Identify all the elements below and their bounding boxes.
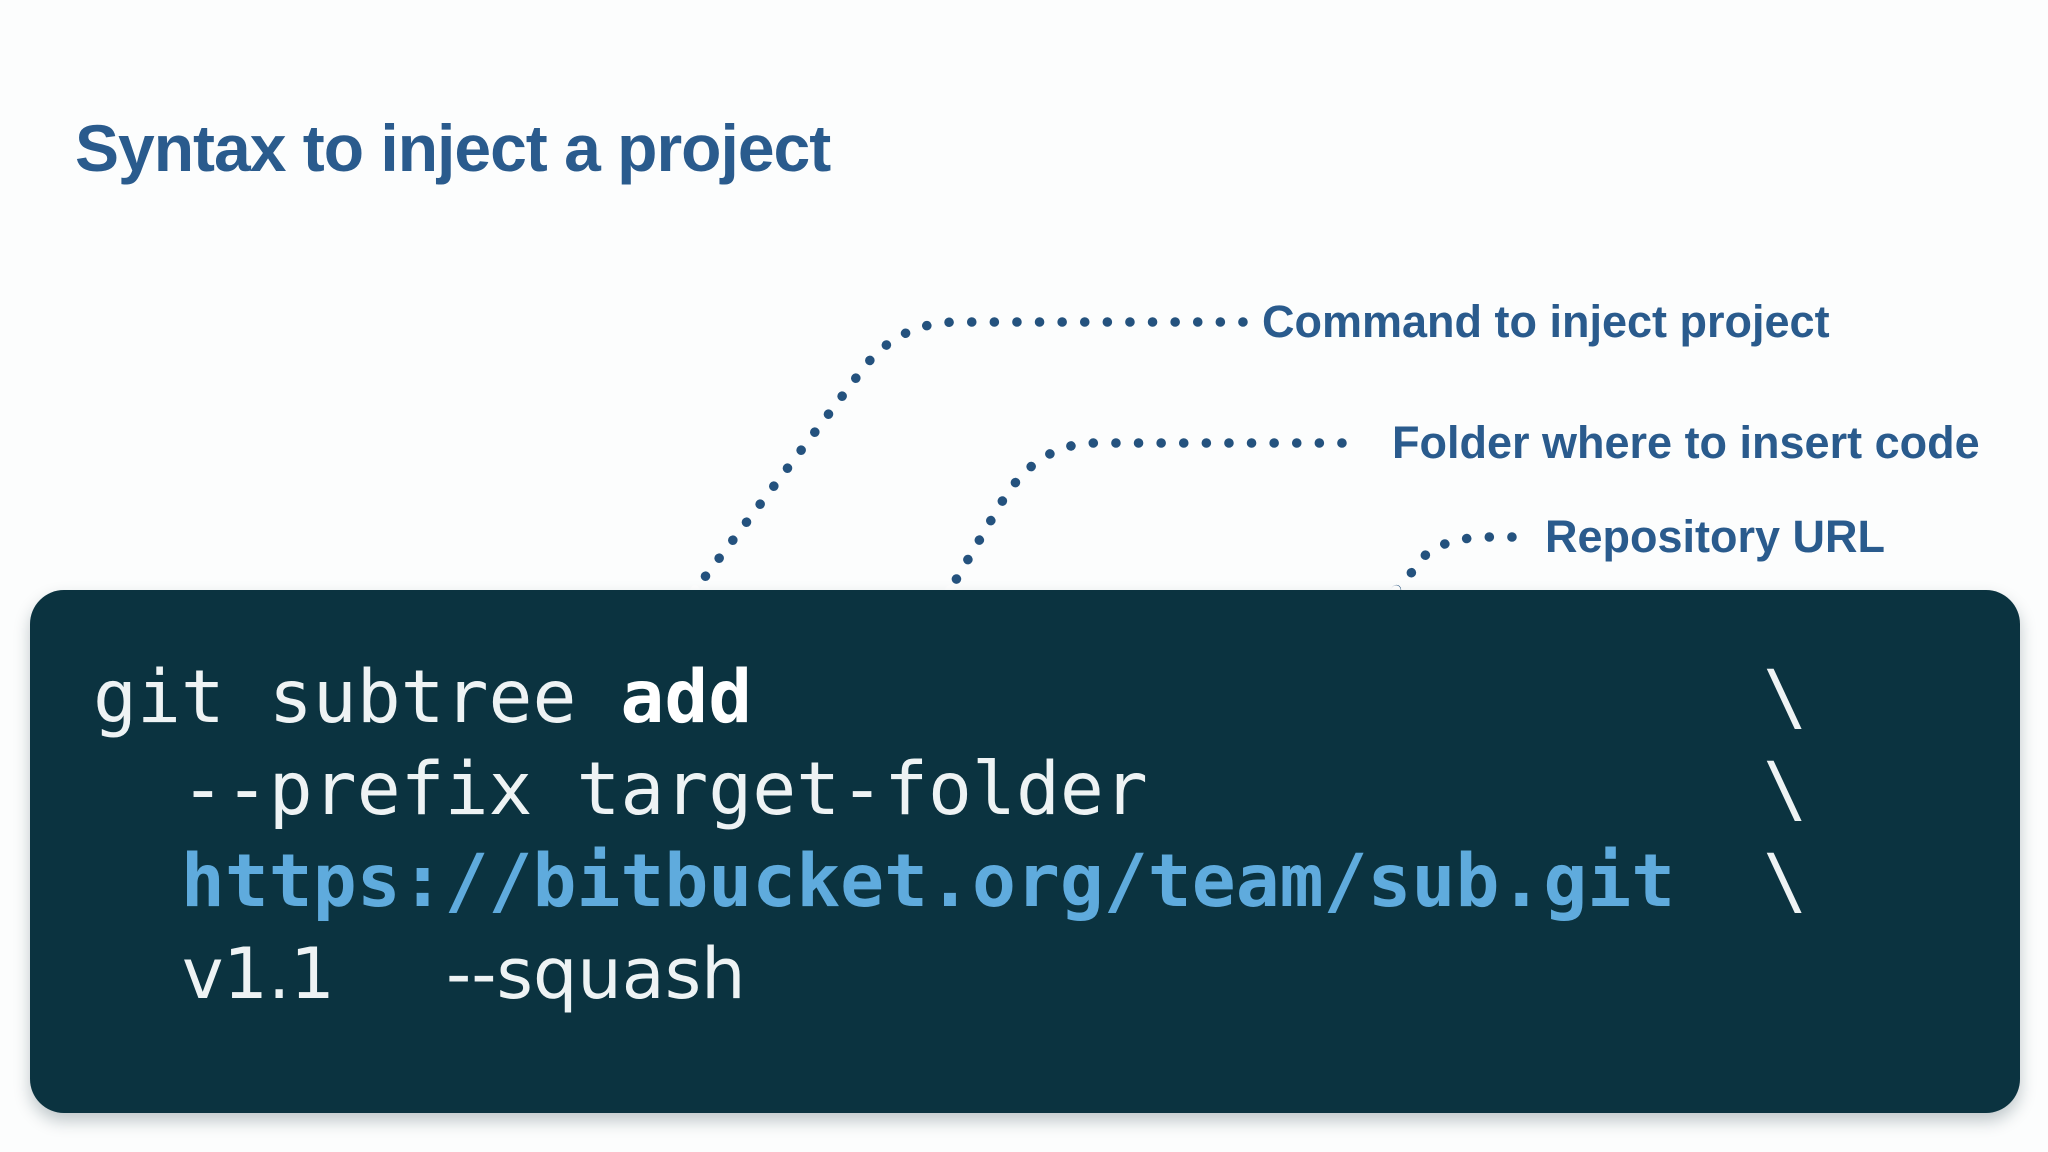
page-title: Syntax to inject a project xyxy=(75,111,831,186)
leader-repo-dotted-line xyxy=(1391,532,1517,595)
annotation-folder: Folder where to insert code xyxy=(1392,417,1980,468)
code-line-4: v1.1 --squash xyxy=(93,928,1807,1020)
code-segment-code xyxy=(93,839,181,924)
code-segment-code: git subtree xyxy=(93,655,621,740)
code-segment-url: https://bitbucket.org/team/sub.git xyxy=(180,839,1676,924)
annotation-command: Command to inject project xyxy=(1262,296,1830,347)
code-block: git subtree add \ --prefix target-folder… xyxy=(30,590,2020,1113)
code-segment-code: \ xyxy=(752,655,1808,740)
leader-command-dotted-line xyxy=(690,317,1248,595)
code-segment-code: v1.1 --squash xyxy=(93,933,746,1015)
code-line-2: --prefix target-folder \ xyxy=(93,744,1807,836)
code-segment-code: --prefix target-folder \ xyxy=(93,747,1808,832)
code-lines: git subtree add \ --prefix target-folder… xyxy=(93,652,1807,1020)
leader-folder-dotted-line xyxy=(945,438,1347,595)
annotation-repo: Repository URL xyxy=(1545,511,1886,562)
code-segment-code-bold: add xyxy=(620,655,753,740)
code-line-3: https://bitbucket.org/team/sub.git \ xyxy=(93,836,1807,928)
code-segment-code: \ xyxy=(1675,839,1808,924)
code-line-1: git subtree add \ xyxy=(93,652,1807,744)
